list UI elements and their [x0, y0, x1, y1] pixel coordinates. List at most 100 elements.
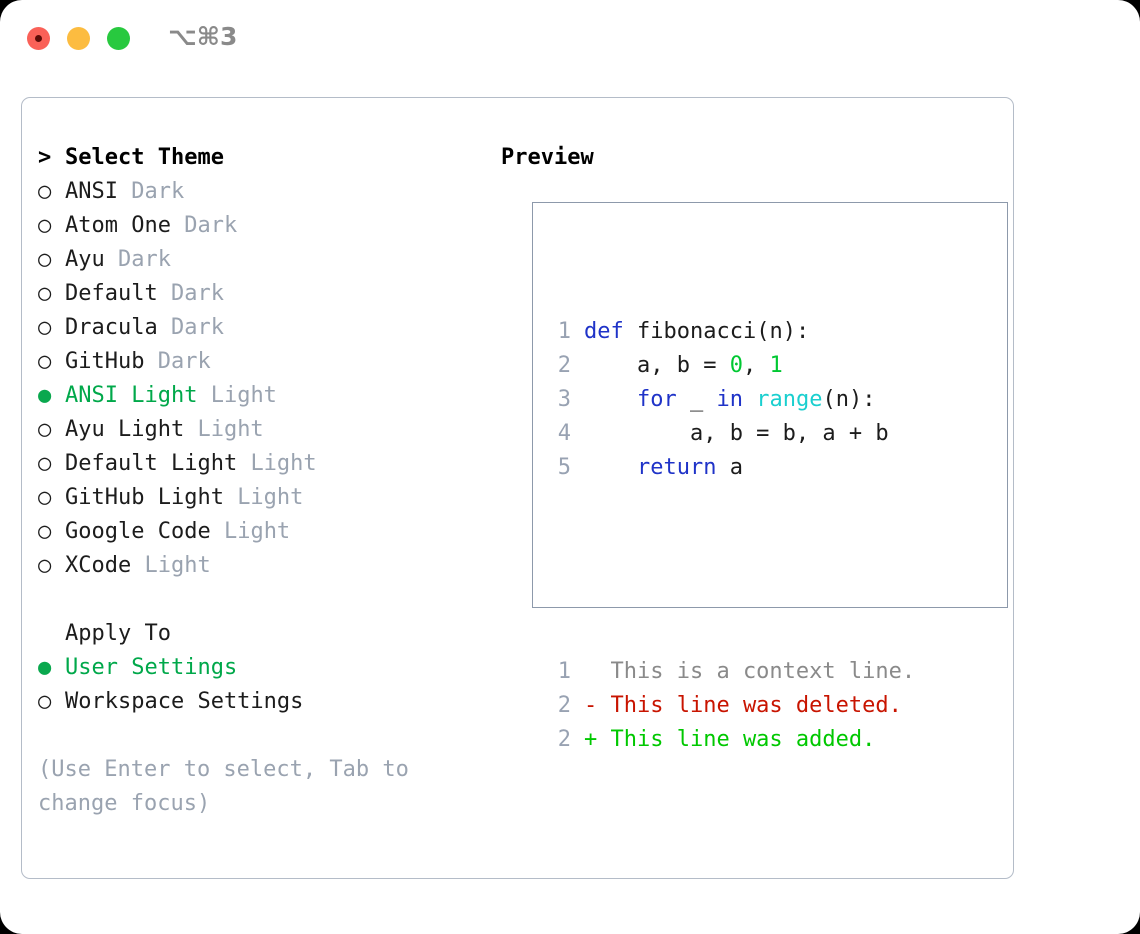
theme-list-item[interactable]: ○GitHub Light Light	[38, 481, 478, 515]
theme-list-item[interactable]: ○XCode Light	[38, 549, 478, 583]
theme-name: Ayu	[65, 247, 118, 272]
code-token: fibonacci(n):	[637, 319, 810, 344]
theme-list-item[interactable]: ○Dracula Dark	[38, 311, 478, 345]
theme-name: Default	[65, 281, 171, 306]
keyboard-shortcut-label: ⌥⌘3	[168, 22, 238, 51]
diff-line-number: 1	[557, 659, 571, 684]
code-line-number: 1	[557, 319, 571, 344]
theme-name: GitHub	[65, 349, 158, 374]
code-line: 1 def fibonacci(n):	[545, 315, 915, 349]
theme-kind-label: Light	[223, 519, 291, 544]
apply-to-option[interactable]: ○ Workspace Settings	[38, 685, 478, 719]
help-text-line-1: (Use Enter to select, Tab to	[38, 757, 409, 782]
radio-unselected-icon: ○	[38, 689, 52, 714]
theme-kind-label: Light	[197, 417, 264, 442]
radio-unselected-icon: ○	[38, 281, 52, 306]
theme-kind-label: Dark	[170, 281, 224, 306]
code-token: ,	[742, 353, 770, 378]
diff-line-text: + This line was added.	[584, 727, 876, 752]
theme-kind-label: Dark	[117, 247, 171, 272]
theme-list-item[interactable]: ○ Default Light Light	[38, 447, 478, 481]
heading-caret-icon: >	[38, 145, 52, 170]
list-spacer	[38, 583, 478, 617]
theme-name: Dracula	[65, 315, 171, 340]
apply-to-heading-label: Apply To	[65, 621, 171, 646]
diff-line-number: 2	[557, 693, 571, 718]
code-token	[743, 387, 756, 412]
diff-line: 1 This is a context line.	[545, 655, 915, 689]
diff-line: 2 + This line was added.	[545, 723, 915, 757]
code-token: for	[636, 387, 677, 412]
theme-kind-label: Light	[237, 485, 304, 510]
theme-kind-label: Dark	[131, 179, 185, 204]
theme-name: Ayu Light	[65, 417, 198, 442]
theme-list[interactable]: ○ANSI Dark○Atom One Dark○Ayu Dark○Defaul…	[38, 175, 478, 583]
select-theme-heading-label: Select Theme	[65, 145, 224, 170]
code-line-number: 5	[557, 455, 571, 480]
theme-list-item[interactable]: ●ANSI Light Light	[38, 379, 478, 413]
theme-list-item[interactable]: ○ ANSI Dark	[38, 175, 478, 209]
theme-list-item[interactable]: ○Google Code Light	[38, 515, 478, 549]
title-bar: ⌥⌘3	[0, 0, 1140, 76]
theme-list-item[interactable]: ○ GitHub Dark	[38, 345, 478, 379]
code-line: 5 return a	[545, 451, 915, 485]
theme-list-item[interactable]: ○ Atom One Dark	[38, 209, 478, 243]
code-token: a, b =	[584, 353, 730, 378]
code-line-number: 3	[557, 387, 571, 412]
diff-line: 2- This line was deleted.	[545, 689, 915, 723]
code-line: 2 a, b = 0, 1	[545, 349, 915, 383]
theme-list-item[interactable]: ○Ayu Dark	[38, 243, 478, 277]
radio-unselected-icon: ○	[38, 417, 52, 442]
code-line-number: 4	[557, 421, 571, 446]
code-token	[584, 387, 637, 412]
radio-unselected-icon: ○	[38, 349, 52, 374]
code-token: range	[756, 387, 823, 412]
apply-to-option[interactable]: ● User Settings	[38, 651, 478, 685]
code-token: a	[716, 455, 743, 480]
code-diff-separator	[545, 553, 915, 587]
apply-to-list[interactable]: ● User Settings ○ Workspace Settings	[38, 651, 478, 719]
radio-unselected-icon: ○	[38, 451, 52, 476]
code-token: (n):	[822, 387, 876, 412]
theme-list-item[interactable]: ○ Default Dark	[38, 277, 478, 311]
code-token: 0	[729, 353, 743, 378]
diff-line-number: 2	[557, 727, 571, 752]
main-panel: >Select Theme ○ANSI Dark○Atom One Dark○A…	[21, 97, 1014, 879]
theme-kind-label: Dark	[184, 213, 238, 238]
radio-unselected-icon: ○	[38, 213, 52, 238]
radio-unselected-icon: ○	[38, 315, 52, 340]
select-theme-heading: > Select Theme	[38, 141, 478, 175]
code-token: def	[584, 319, 624, 344]
theme-name: GitHub Light	[65, 485, 238, 510]
theme-kind-label: Light	[250, 451, 317, 476]
theme-name: XCode	[65, 553, 145, 578]
radio-unselected-icon: ○	[38, 179, 52, 204]
minimize-button-icon[interactable]	[67, 27, 90, 50]
code-token	[624, 319, 637, 344]
code-line: 3 for _ in range(n):	[545, 383, 915, 417]
radio-selected-icon: ●	[38, 655, 52, 680]
theme-list-item[interactable]: ○ Ayu Light Light	[38, 413, 478, 447]
theme-name: ANSI	[65, 179, 132, 204]
theme-selector-column: >Select Theme ○ANSI Dark○Atom One Dark○A…	[38, 141, 478, 821]
preview-heading: Preview	[501, 145, 594, 170]
theme-name: ANSI Light	[65, 383, 211, 408]
apply-to-option-label: Workspace Settings	[65, 689, 304, 714]
theme-kind-label: Light	[144, 553, 211, 578]
close-button-icon[interactable]	[27, 27, 50, 50]
radio-unselected-icon: ○	[38, 519, 52, 544]
maximize-button-icon[interactable]	[107, 27, 130, 50]
diff-line-text: This is a context line.	[584, 659, 916, 684]
theme-name: Atom One	[65, 213, 185, 238]
theme-name: Default Light	[65, 451, 251, 476]
code-token: in	[716, 387, 743, 412]
apply-to-option-label: User Settings	[65, 655, 238, 680]
apply-to-heading: Apply To	[38, 617, 478, 651]
help-spacer	[38, 719, 478, 753]
theme-kind-label: Dark	[157, 349, 211, 374]
